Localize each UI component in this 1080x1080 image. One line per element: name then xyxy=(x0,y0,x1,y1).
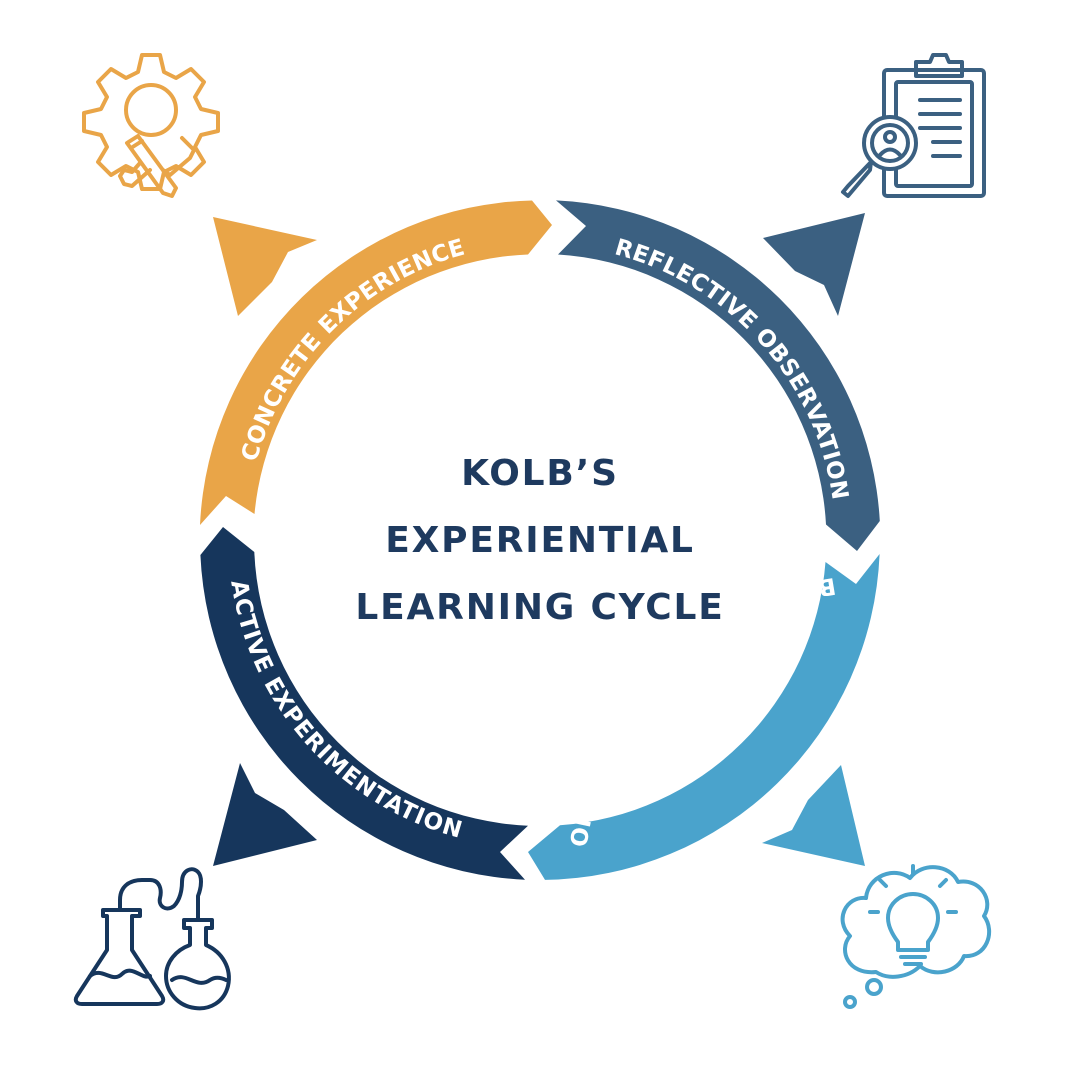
flasks-icon xyxy=(73,867,231,1011)
clipboard-magnifier-icon xyxy=(841,53,986,198)
diagram-title: KOLB’S EXPERIENTIAL LEARNING CYCLE xyxy=(290,440,790,640)
concrete-experience-arrow xyxy=(200,200,552,525)
reflective-observation-arrow xyxy=(556,200,880,551)
gear-wrench-pencil-icon xyxy=(82,53,220,198)
concrete-experience-pointer xyxy=(213,217,317,316)
abstract-conceptualization-arrow xyxy=(528,554,880,880)
title-line-1: KOLB’S xyxy=(461,452,619,494)
abstract-conceptualization-pointer xyxy=(762,765,865,866)
title-line-2: EXPERIENTIAL xyxy=(385,519,695,561)
active-experimentation-pointer xyxy=(213,763,317,866)
abstract-conceptualization-label: ABSTRACT CONCEPTUALIZATION xyxy=(0,0,838,849)
lightbulb-thought-icon xyxy=(840,864,992,1009)
reflective-observation-pointer xyxy=(763,213,865,316)
title-line-3: LEARNING CYCLE xyxy=(355,586,725,628)
active-experimentation-arrow xyxy=(200,527,528,880)
